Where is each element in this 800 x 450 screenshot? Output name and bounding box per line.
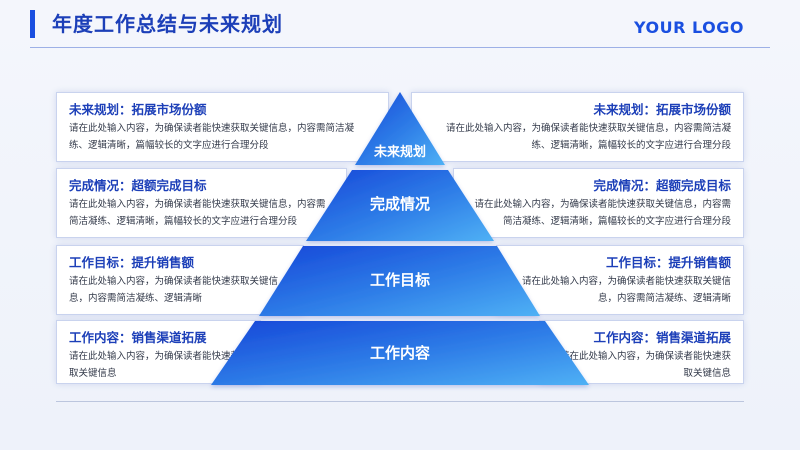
card-description: 请在此处输入内容，为确保读者能快速获取关键信息	[69, 351, 241, 379]
pyramid-tier-4-label: 工作内容	[369, 344, 430, 362]
pyramid-tier-4	[211, 321, 589, 385]
card-description: 请在此处输入内容，为确保读者能快速获取关键信息，内容需简洁凝练、逻辑清晰，篇幅较…	[445, 123, 731, 151]
card-title: 工作内容：销售渠道拓展	[593, 330, 731, 345]
card-left-work-goal: 工作目标：提升销售额 请在此处输入内容，为确保读者能快速获取关键信息，内容需简洁…	[56, 245, 304, 315]
card-title: 未来规划：拓展市场份额	[593, 102, 731, 117]
logo: YOUR LOGO	[634, 18, 744, 37]
pyramid-tier-2-label: 完成情况	[369, 195, 430, 213]
page-title: 年度工作总结与未来规划	[52, 12, 283, 36]
card-title: 完成情况：超额完成目标	[69, 178, 207, 193]
title-accent-bar	[30, 10, 35, 38]
pyramid-tier-3-label: 工作目标	[369, 271, 430, 289]
card-right-future-plan: 未来规划：拓展市场份额 请在此处输入内容，为确保读者能快速获取关键信息，内容需简…	[411, 92, 744, 162]
card-left-future-plan: 未来规划：拓展市场份额 请在此处输入内容，为确保读者能快速获取关键信息，内容需简…	[56, 92, 389, 162]
card-description: 请在此处输入内容，为确保读者能快速获取关键信息	[559, 351, 731, 379]
card-title: 未来规划：拓展市场份额	[69, 102, 207, 117]
card-left-completion: 完成情况：超额完成目标 请在此处输入内容，为确保读者能快速获取关键信息，内容需简…	[56, 168, 347, 238]
card-description: 请在此处输入内容，为确保读者能快速获取关键信息，内容需简洁凝练、逻辑清晰，篇幅较…	[69, 199, 326, 227]
pyramid-tier-1-label: 未来规划	[373, 145, 426, 160]
footer-divider	[56, 401, 744, 402]
card-description: 请在此处输入内容，为确保读者能快速获取关键信息，内容需简洁凝练、逻辑清晰	[69, 276, 279, 304]
pyramid-tier-1	[355, 92, 445, 165]
card-title: 工作内容：销售渠道拓展	[69, 330, 207, 345]
card-right-work-content: 工作内容：销售渠道拓展 请在此处输入内容，为确保读者能快速获取关键信息	[539, 320, 744, 384]
card-right-completion: 完成情况：超额完成目标 请在此处输入内容，为确保读者能快速获取关键信息，内容需简…	[453, 168, 744, 238]
card-title: 工作目标：提升销售额	[605, 255, 731, 270]
card-description: 请在此处输入内容，为确保读者能快速获取关键信息，内容需简洁凝练、逻辑清晰，篇幅较…	[69, 123, 355, 151]
pyramid-tier-2	[306, 170, 494, 241]
header-divider	[30, 47, 770, 48]
card-title: 完成情况：超额完成目标	[593, 178, 731, 193]
pyramid-tier-3	[259, 246, 540, 316]
card-description: 请在此处输入内容，为确保读者能快速获取关键信息，内容需简洁凝练、逻辑清晰	[521, 276, 731, 304]
card-title: 工作目标：提升销售额	[69, 255, 195, 270]
card-right-work-goal: 工作目标：提升销售额 请在此处输入内容，为确保读者能快速获取关键信息，内容需简洁…	[496, 245, 744, 315]
card-description: 请在此处输入内容，为确保读者能快速获取关键信息，内容需简洁凝练、逻辑清晰，篇幅较…	[474, 199, 731, 227]
